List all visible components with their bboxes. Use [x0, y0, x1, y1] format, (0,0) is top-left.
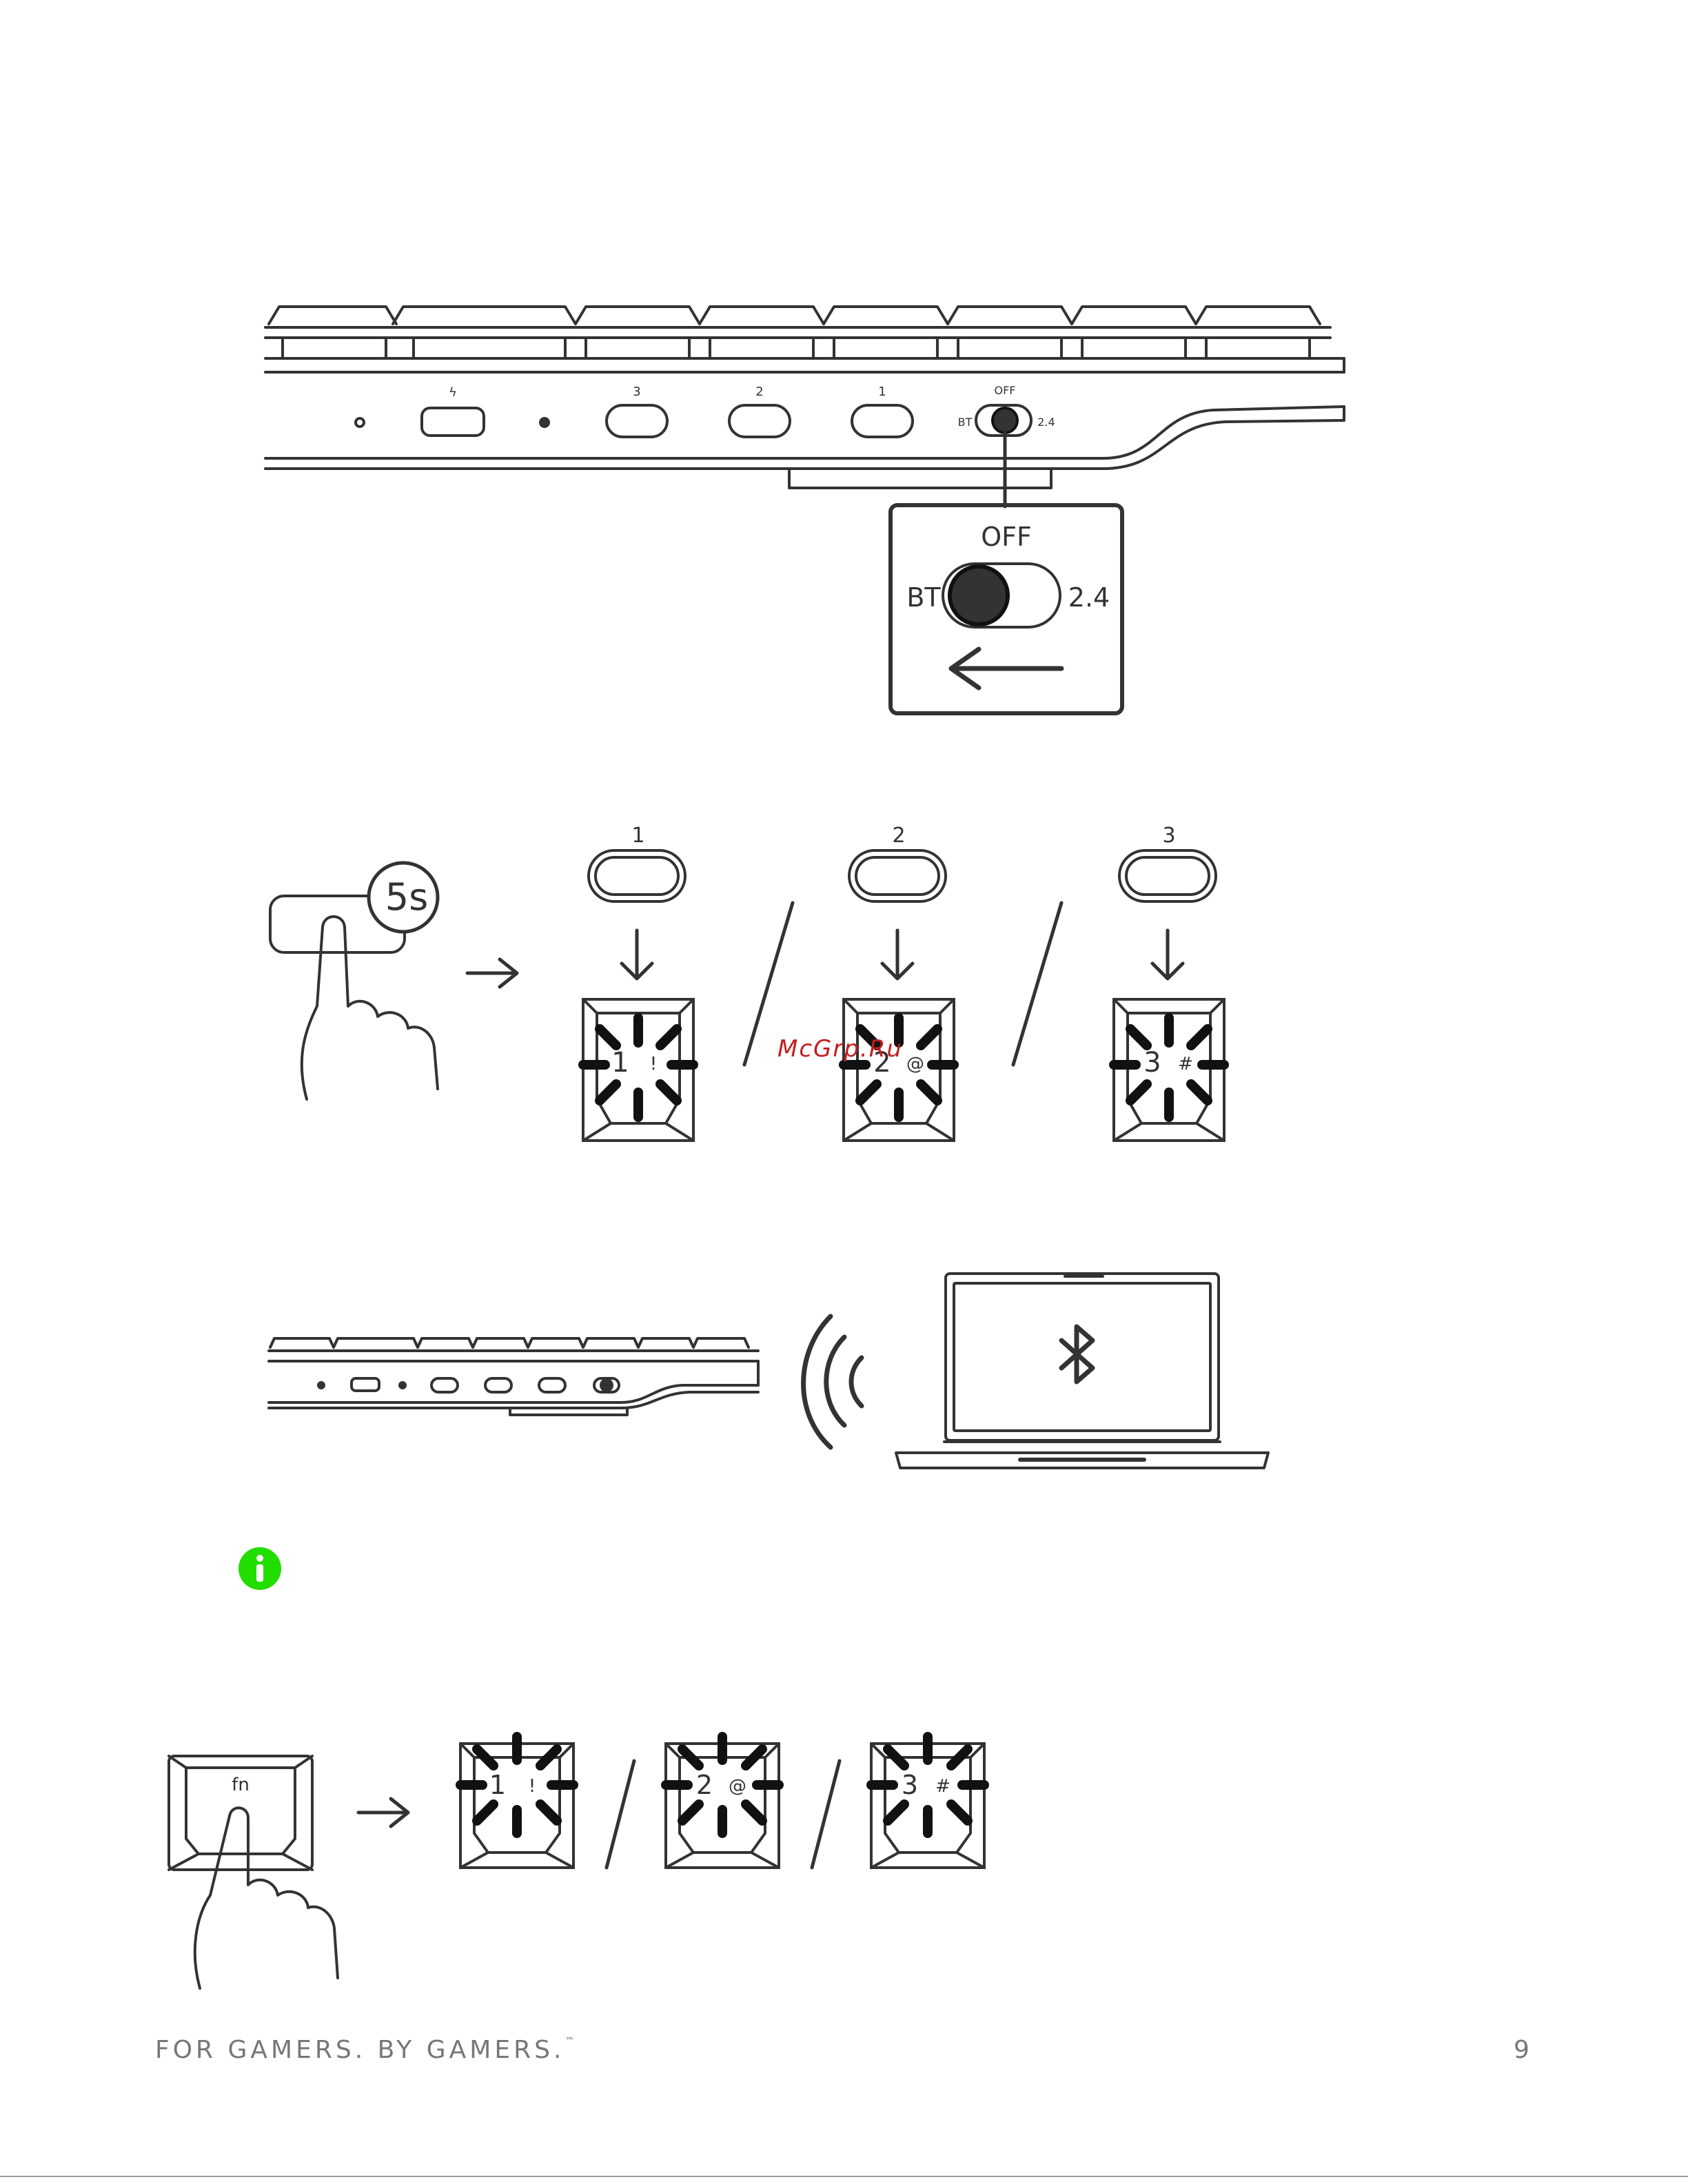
- fn-key-main-3: 3: [902, 1770, 918, 1800]
- arrow-down-icon: [622, 930, 652, 979]
- switch-bt-label: BT: [958, 416, 973, 429]
- wireless-signal-icon: [826, 1337, 844, 1425]
- key-main-1: 1: [611, 1047, 629, 1079]
- fn-key-illustration: fn 1 ! 2 @ 3 #: [0, 1709, 1688, 1999]
- fn-key-main-1: 1: [489, 1770, 506, 1800]
- trademark-symbol: ™: [565, 2036, 574, 2047]
- arrow-down-icon: [882, 930, 913, 979]
- arrow-right-icon: [358, 1799, 408, 1826]
- zoom-24-label: 2.4: [1068, 582, 1110, 613]
- indicator-led-right: [540, 418, 549, 427]
- indicator-led-left: [356, 418, 364, 427]
- profile-button-3: [607, 405, 667, 437]
- arrow-right-icon: [467, 959, 517, 987]
- button-label-1: 1: [878, 385, 886, 399]
- separator-slash: [607, 1761, 634, 1868]
- keyboard-side-view-illustration: ϟ 3 2 1 OFF BT 2.4 OFF BT 2.4: [0, 0, 1688, 744]
- button-label-2: 2: [755, 385, 763, 399]
- bluetooth-connection-illustration: [0, 1254, 1688, 1482]
- blinking-key-2: [844, 999, 954, 1141]
- pairing-illustration: 5s 1 2 3 1 ! 2 @ 3 #: [0, 793, 1688, 1178]
- info-icon: [238, 1547, 282, 1591]
- hold-time-label: 5s: [385, 875, 429, 919]
- profile-button-1: [852, 405, 913, 437]
- page-bottom-rule: [0, 2176, 1688, 2177]
- blinking-key-3: [1114, 999, 1224, 1141]
- switch-off-label: OFF: [995, 384, 1016, 397]
- arrow-left-icon: [951, 649, 1061, 688]
- switch-24-label: 2.4: [1037, 416, 1055, 429]
- profile-button-2: [729, 405, 790, 437]
- fn-blinking-key-3: [871, 1737, 984, 1868]
- slot-label-2: 2: [892, 824, 905, 848]
- separator-slash: [812, 1761, 840, 1868]
- key-alt-1: !: [650, 1054, 657, 1074]
- key-main-3: 3: [1143, 1047, 1161, 1079]
- page-number: 9: [1514, 2036, 1529, 2064]
- fn-key-alt-2: @: [729, 1776, 746, 1797]
- fn-key-alt-1: !: [529, 1776, 536, 1797]
- finger-icon: [302, 917, 438, 1099]
- zoom-off-label: OFF: [981, 522, 1032, 552]
- separator-slash: [1013, 903, 1061, 1065]
- footer-tagline-text: FOR GAMERS. BY GAMERS.: [155, 2036, 565, 2064]
- fn-blinking-key-2: [666, 1737, 779, 1868]
- finger-icon: [195, 1808, 338, 1988]
- fn-key-main-2: 2: [696, 1770, 713, 1800]
- port-label: ϟ: [449, 385, 457, 400]
- blinking-key-1: [583, 999, 693, 1141]
- slot-label-3: 3: [1162, 824, 1175, 848]
- zoom-bt-label: BT: [906, 582, 941, 613]
- fn-key-label: fn: [232, 1775, 250, 1795]
- usb-c-port: [422, 408, 484, 436]
- fn-key-alt-3: #: [935, 1776, 950, 1797]
- bluetooth-icon: [1061, 1327, 1092, 1382]
- footer-tagline: FOR GAMERS. BY GAMERS.™: [155, 2036, 574, 2064]
- slot-label-1: 1: [631, 824, 644, 848]
- key-alt-3: #: [1178, 1054, 1193, 1074]
- fn-blinking-key-1: [460, 1737, 573, 1868]
- key-alt-2: @: [906, 1054, 924, 1074]
- switch-knob: [950, 567, 1008, 624]
- watermark: McGrp.Ru: [777, 1035, 903, 1063]
- arrow-down-icon: [1152, 930, 1183, 979]
- keycap-row: [265, 307, 1344, 372]
- button-label-3: 3: [633, 385, 640, 399]
